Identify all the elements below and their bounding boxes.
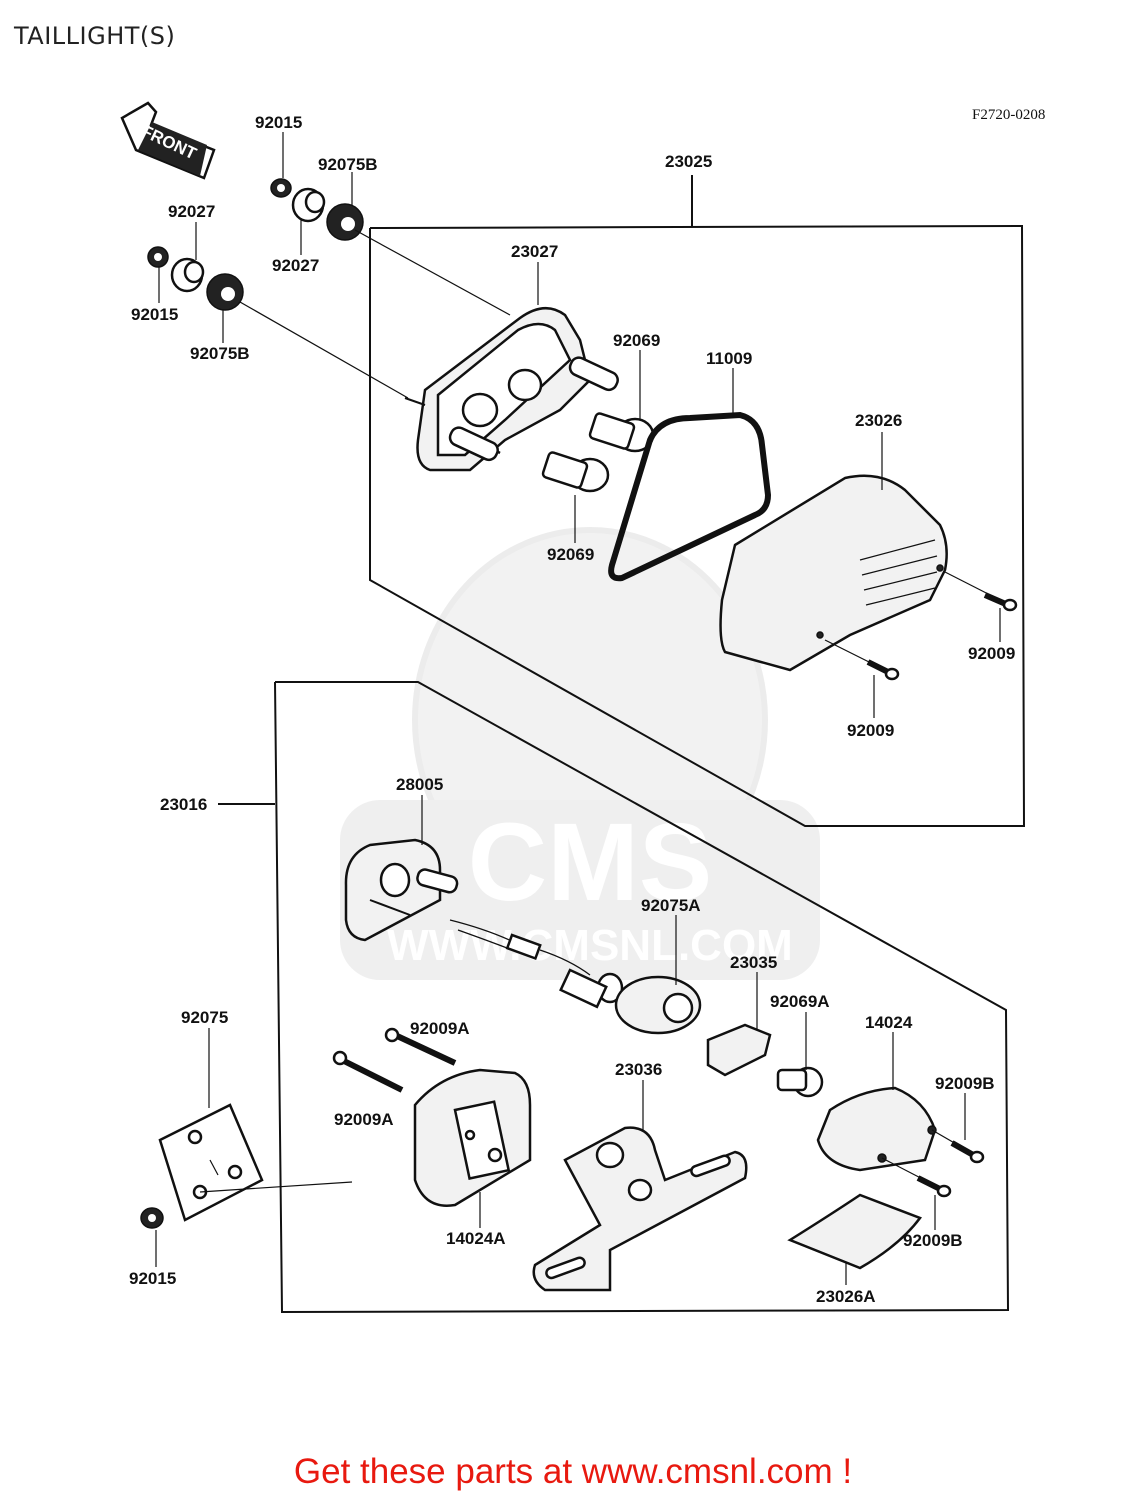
collar-92027-left — [170, 257, 205, 293]
plate-92075 — [158, 1103, 353, 1222]
cover-23026A — [787, 1193, 922, 1270]
label-92069-upper: 92069 — [613, 331, 660, 350]
grommet-92075B-left — [206, 273, 244, 311]
bulb-92069-upper — [588, 412, 655, 453]
label-92075B-left: 92075B — [190, 344, 250, 363]
label-92015-bottom: 92015 — [129, 1269, 176, 1288]
bracket-23036 — [532, 1126, 748, 1292]
label-14024: 14024 — [865, 1013, 913, 1032]
collar-92027-top — [291, 187, 326, 223]
wire-harness — [449, 919, 624, 1009]
assembly-bracket-23025 — [369, 175, 1026, 827]
front-arrow-icon: FRONT — [120, 101, 216, 180]
label-23026A: 23026A — [816, 1287, 876, 1306]
holder-92075A — [614, 975, 702, 1035]
label-92075B-top: 92075B — [318, 155, 378, 174]
watermark-logo: CMS — [468, 801, 712, 924]
label-92009-lower: 92009 — [847, 721, 894, 740]
bulb-92069A — [776, 1066, 824, 1098]
label-92015-left: 92015 — [131, 305, 178, 324]
label-23035: 23035 — [730, 953, 777, 972]
nut-92015-bottom — [140, 1207, 164, 1229]
label-92027-top: 92027 — [272, 256, 319, 275]
screw-92009A-lower — [332, 1050, 404, 1093]
grommet-92075B-top — [326, 203, 364, 241]
label-11009: 11009 — [706, 349, 752, 368]
leader-lines — [155, 132, 1001, 1285]
label-92009A-upper: 92009A — [410, 1019, 470, 1038]
label-92009B-lower: 92009B — [903, 1231, 963, 1250]
socket-23035 — [706, 1023, 772, 1077]
screw-92009B-lower — [881, 1157, 952, 1198]
label-23027: 23027 — [511, 242, 558, 261]
label-23036: 23036 — [615, 1060, 662, 1079]
screw-92009-right — [944, 571, 1018, 612]
label-92009A-lower: 92009A — [334, 1110, 394, 1129]
nut-92015-left — [147, 246, 169, 268]
part-labels: 92015 92075B 92027 92027 92015 92075B 23… — [129, 113, 1015, 1306]
page-title: TAILLIGHT(S) — [14, 22, 176, 50]
gasket-11009 — [608, 411, 772, 582]
cover-14024 — [816, 1086, 937, 1172]
assembly-bracket-23016 — [218, 681, 1010, 1314]
parts-diagram: CMS WWW.CMSNL.COM FRONT — [120, 101, 1026, 1314]
label-23025: 23025 — [665, 152, 712, 171]
label-92069A: 92069A — [770, 992, 830, 1011]
label-92075: 92075 — [181, 1008, 228, 1027]
label-28005: 28005 — [396, 775, 443, 794]
watermark: CMS WWW.CMSNL.COM — [340, 527, 820, 980]
nut-92015-top — [270, 178, 292, 198]
lens-23026 — [719, 474, 948, 672]
label-23026: 23026 — [855, 411, 902, 430]
label-92069-lower: 92069 — [547, 545, 594, 564]
taillight-base-23027 — [404, 307, 619, 472]
watermark-url: WWW.CMSNL.COM — [387, 921, 793, 970]
label-92075A: 92075A — [641, 896, 701, 915]
label-92027-left: 92027 — [168, 202, 215, 221]
label-23016: 23016 — [160, 795, 207, 814]
label-92009-right: 92009 — [968, 644, 1015, 663]
screw-92009B-upper — [931, 1129, 985, 1164]
socket-28005 — [344, 838, 459, 942]
figure-code: F2720-0208 — [972, 107, 1046, 123]
screw-92009-lower — [824, 639, 900, 681]
screw-92009A-upper — [384, 1027, 457, 1066]
label-14024A: 14024A — [446, 1229, 506, 1248]
label-92015-top: 92015 — [255, 113, 302, 132]
label-92009B-upper: 92009B — [935, 1074, 995, 1093]
base-14024A — [413, 1068, 532, 1207]
parts-link-banner[interactable]: Get these parts at www.cmsnl.com ! — [293, 1452, 853, 1491]
bulb-92069-lower — [541, 451, 610, 493]
